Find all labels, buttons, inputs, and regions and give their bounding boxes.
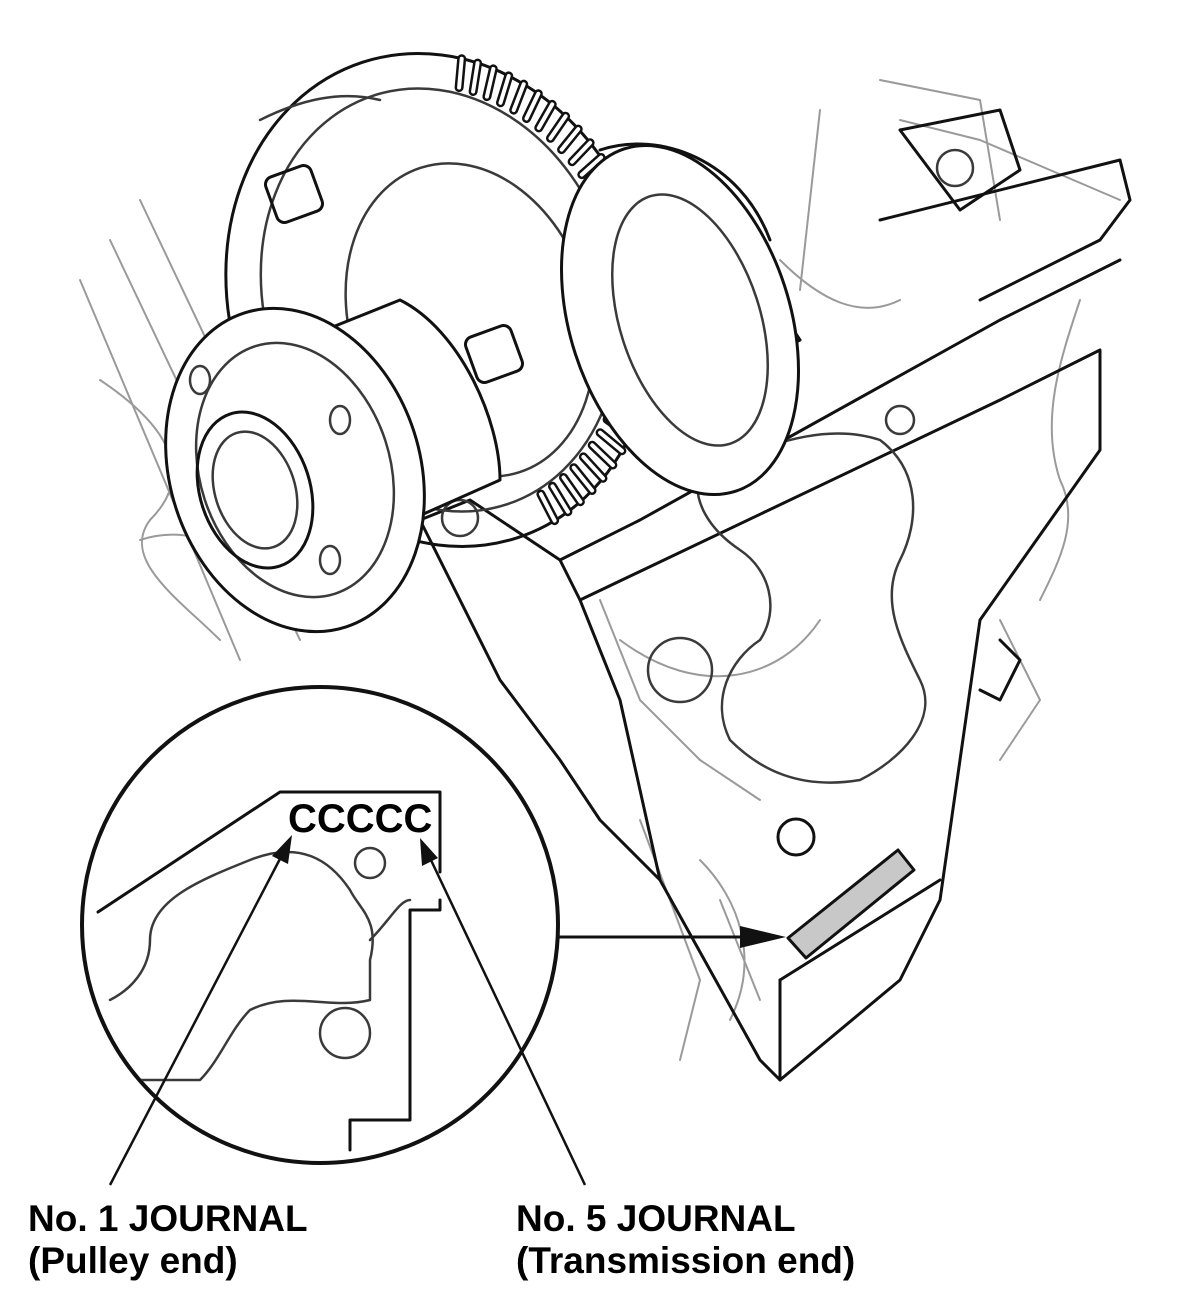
gear-tooth-highlight bbox=[536, 102, 555, 130]
gear-tooth-highlight bbox=[538, 492, 557, 523]
gear-tooth-highlight bbox=[561, 475, 583, 504]
magnified-detail: CCCCC bbox=[80, 685, 560, 1165]
crank-flange bbox=[560, 142, 800, 497]
label-no-1-journal-subtitle: (Pulley end) bbox=[28, 1240, 238, 1281]
gear-tooth-highlight bbox=[598, 430, 624, 453]
gear-tooth-highlight bbox=[498, 73, 511, 105]
leader-line-journal-1 bbox=[108, 835, 292, 1186]
label-no-1-journal-title: No. 1 JOURNAL bbox=[28, 1198, 308, 1239]
gear-tooth-highlight bbox=[550, 484, 570, 514]
gear-tooth-highlight bbox=[581, 454, 605, 481]
label-no-1-journal: No. 1 JOURNAL (Pulley end) bbox=[28, 1198, 308, 1282]
leader-line-journal-5 bbox=[420, 838, 587, 1186]
gear-tooth-highlight bbox=[579, 155, 604, 177]
journal-code-stamp bbox=[786, 848, 916, 960]
label-no-5-journal-subtitle: (Transmission end) bbox=[516, 1240, 856, 1281]
crankshaft-pulley bbox=[164, 298, 502, 634]
gear-tooth-highlight bbox=[571, 465, 595, 493]
gear-tooth-highlight bbox=[590, 443, 615, 467]
block-background-lines bbox=[79, 79, 1121, 1061]
gear-tooth-highlight bbox=[457, 56, 464, 90]
label-no-5-journal-title: No. 5 JOURNAL bbox=[516, 1198, 796, 1239]
label-no-5-journal: No. 5 JOURNAL (Transmission end) bbox=[516, 1198, 855, 1282]
gear-tooth-highlight bbox=[548, 114, 568, 141]
gear-tooth-highlight bbox=[511, 82, 526, 113]
gear-tooth-highlight bbox=[524, 91, 541, 121]
gear-tooth-highlight bbox=[484, 66, 496, 99]
gear-tooth-highlight bbox=[570, 140, 593, 164]
gear-tooth-highlight bbox=[471, 61, 480, 94]
journal-code: CCCCC bbox=[288, 797, 432, 841]
detail-arrow bbox=[558, 926, 786, 948]
gear-tooth-highlight bbox=[559, 127, 581, 152]
